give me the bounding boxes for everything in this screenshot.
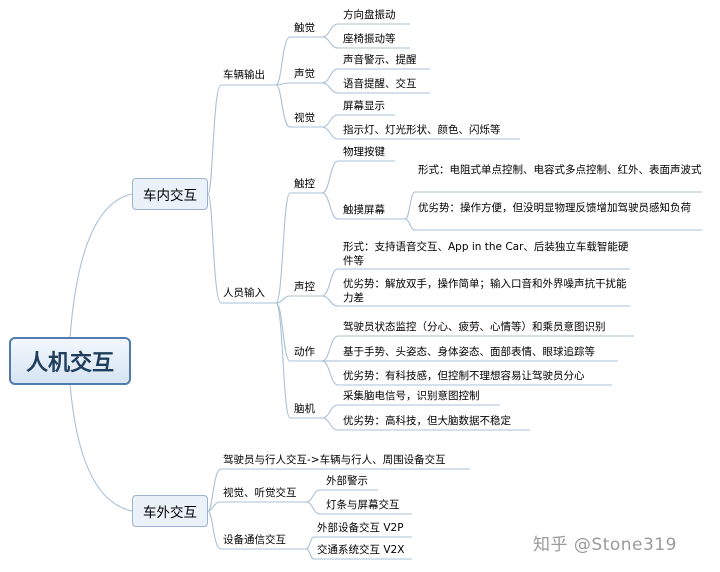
leaf-v2x[interactable]: 交通系统交互 V2X xyxy=(317,544,405,556)
node-driver-pedestrian[interactable]: 驾驶员与行人交互->车辆与行人、周围设备交互 xyxy=(223,454,446,466)
node-input-brain[interactable]: 脑机 xyxy=(294,403,315,415)
leaf-gesture-based[interactable]: 基于手势、头姿态、身体姿态、面部表情、眼球追踪等 xyxy=(343,346,595,358)
leaf-lightbar-screen[interactable]: 灯条与屏幕交互 xyxy=(326,499,400,511)
leaf-driver-monitoring[interactable]: 驾驶员状态监控（分心、疲劳、心情等）和乘员意图识别 xyxy=(343,321,606,333)
node-touch-screen[interactable]: 触摸屏幕 xyxy=(343,204,385,216)
node-output-visual[interactable]: 视觉 xyxy=(294,112,315,124)
leaf-touch-screen-form[interactable]: 形式：电阻式单点控制、电容式多点控制、红外、表面声波式 xyxy=(418,164,702,176)
leaf-physical-buttons[interactable]: 物理按键 xyxy=(343,146,385,158)
in-car-label: 车内交互 xyxy=(143,188,197,204)
leaf-voice-pros-cons[interactable]: 优劣势：解放双手，操作简单；输入口音和外界噪声抗干扰能力差 xyxy=(343,278,627,304)
root-label: 人机交互 xyxy=(25,351,114,376)
node-in-car[interactable]: 车内交互 xyxy=(132,178,208,210)
node-output-sound[interactable]: 声觉 xyxy=(294,68,315,80)
leaf-voice-form[interactable]: 形式：支持语音交互、App in the Car、后装独立车载智能硬件等 xyxy=(343,241,629,267)
node-input-voice[interactable]: 声控 xyxy=(294,281,315,293)
leaf-touch-screen-pros-cons[interactable]: 优劣势：操作方便，但没明显物理反馈增加驾驶员感知负荷 xyxy=(418,202,691,214)
node-output-touch[interactable]: 触觉 xyxy=(294,22,315,34)
leaf-v2p[interactable]: 外部设备交互 V2P xyxy=(317,522,404,534)
leaf-screen-display[interactable]: 屏幕显示 xyxy=(343,100,385,112)
out-car-label: 车外交互 xyxy=(143,505,197,521)
node-vehicle-output[interactable]: 车辆输出 xyxy=(223,69,265,81)
watermark: 知乎 @Stone319 xyxy=(533,535,677,555)
leaf-eeg-collection[interactable]: 采集脑电信号，识别意图控制 xyxy=(343,390,480,402)
node-device-comm[interactable]: 设备通信交互 xyxy=(223,534,286,546)
leaf-sound-warning[interactable]: 声音警示、提醒 xyxy=(343,54,417,66)
node-input-touch[interactable]: 触控 xyxy=(294,178,315,190)
leaf-indicator-lights[interactable]: 指示灯、灯光形状、颜色、闪烁等 xyxy=(343,124,501,136)
leaf-gesture-pros-cons[interactable]: 优劣势：有科技感，但控制不理想容易让驾驶员分心 xyxy=(343,370,585,382)
node-human-input[interactable]: 人员输入 xyxy=(223,287,265,299)
leaf-steering-vibration[interactable]: 方向盘振动 xyxy=(343,9,396,21)
node-input-gesture[interactable]: 动作 xyxy=(294,346,315,358)
node-visual-audio[interactable]: 视觉、听觉交互 xyxy=(223,487,297,499)
leaf-seat-vibration[interactable]: 座椅振动等 xyxy=(343,33,396,45)
leaf-brain-pros-cons[interactable]: 优劣势：高科技，但大脑数据不稳定 xyxy=(343,415,511,427)
leaf-external-warning[interactable]: 外部警示 xyxy=(326,475,368,487)
node-out-car[interactable]: 车外交互 xyxy=(132,495,208,527)
leaf-voice-reminder[interactable]: 语音提醒、交互 xyxy=(343,78,417,90)
root-node[interactable]: 人机交互 xyxy=(9,337,131,385)
